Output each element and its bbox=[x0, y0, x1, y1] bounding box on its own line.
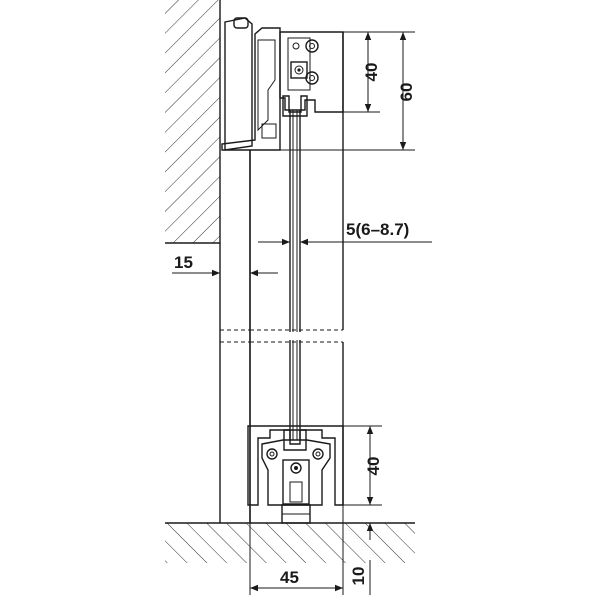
dimension-bottom-40: 40 bbox=[343, 425, 383, 506]
dimension-label-total-height: 60 bbox=[397, 83, 416, 102]
top-fitting bbox=[221, 17, 344, 151]
wall-section bbox=[165, 0, 221, 244]
floor-section bbox=[165, 522, 415, 563]
dimension-label-bottom-height: 40 bbox=[364, 457, 383, 476]
dimension-top-40: 40 bbox=[343, 31, 381, 113]
dimension-wall-offset: 15 bbox=[172, 253, 278, 277]
dimension-label-wall-offset: 15 bbox=[174, 253, 193, 272]
dimension-label-bottom-width: 45 bbox=[280, 568, 299, 587]
glass-panel bbox=[289, 110, 301, 440]
dimension-label-top-height: 40 bbox=[362, 63, 381, 82]
dimension-top-60: 60 bbox=[280, 31, 416, 151]
dimension-floor-clearance: 10 bbox=[343, 504, 380, 595]
dimension-label-floor-clearance: 10 bbox=[349, 567, 368, 586]
dimension-glass-thickness: 5(6–8.7) bbox=[258, 220, 432, 246]
bottom-guide bbox=[247, 425, 344, 524]
dimension-bottom-45: 45 bbox=[249, 505, 344, 595]
dimension-label-glass-thickness: 5(6–8.7) bbox=[346, 220, 409, 239]
wall-panel bbox=[219, 150, 251, 523]
